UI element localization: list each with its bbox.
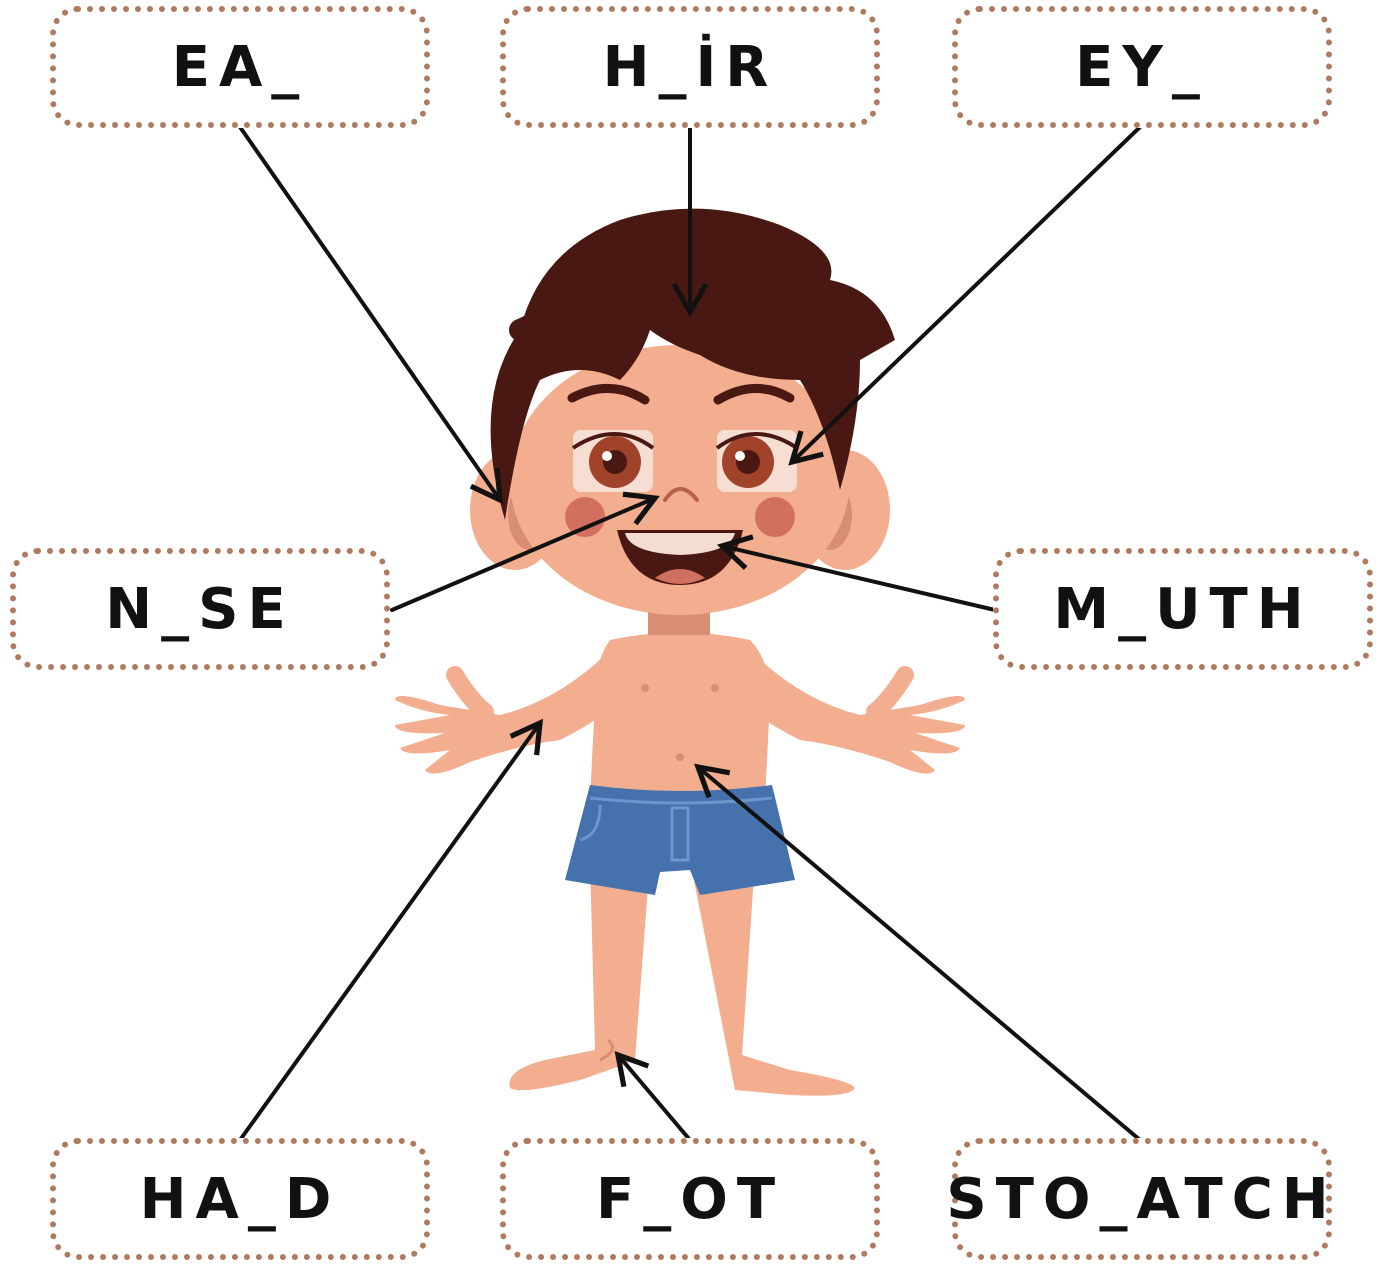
eye-label-box[interactable]: EY_	[952, 6, 1332, 128]
foot-arrow	[618, 1055, 690, 1140]
foot-label: F_OT	[596, 1167, 784, 1232]
hair-label: H_İR	[603, 35, 778, 100]
hand-arrow	[240, 723, 540, 1140]
legs	[509, 860, 855, 1096]
nose-label-box[interactable]: N_SE	[10, 548, 390, 670]
stomach-label: STO_ATCH	[946, 1167, 1337, 1232]
mouth-label-box[interactable]: M_UTH	[993, 548, 1373, 670]
hand-label: HA_D	[140, 1167, 341, 1232]
foot-label-box[interactable]: F_OT	[500, 1138, 880, 1260]
shorts	[565, 785, 795, 895]
hair-label-box[interactable]: H_İR	[500, 6, 880, 128]
eye-label: EY_	[1075, 35, 1209, 100]
left-cheek	[565, 497, 605, 537]
right-cheek	[755, 497, 795, 537]
mouth-label: M_UTH	[1053, 577, 1312, 642]
ear-label: EA_	[172, 35, 309, 100]
stomach-label-box[interactable]: STO_ATCH	[952, 1138, 1332, 1260]
torso	[590, 633, 770, 801]
ear-label-box[interactable]: EA_	[50, 6, 430, 128]
hand-label-box[interactable]: HA_D	[50, 1138, 430, 1260]
nose-label: N_SE	[105, 577, 294, 642]
ear-arrow	[240, 127, 500, 500]
